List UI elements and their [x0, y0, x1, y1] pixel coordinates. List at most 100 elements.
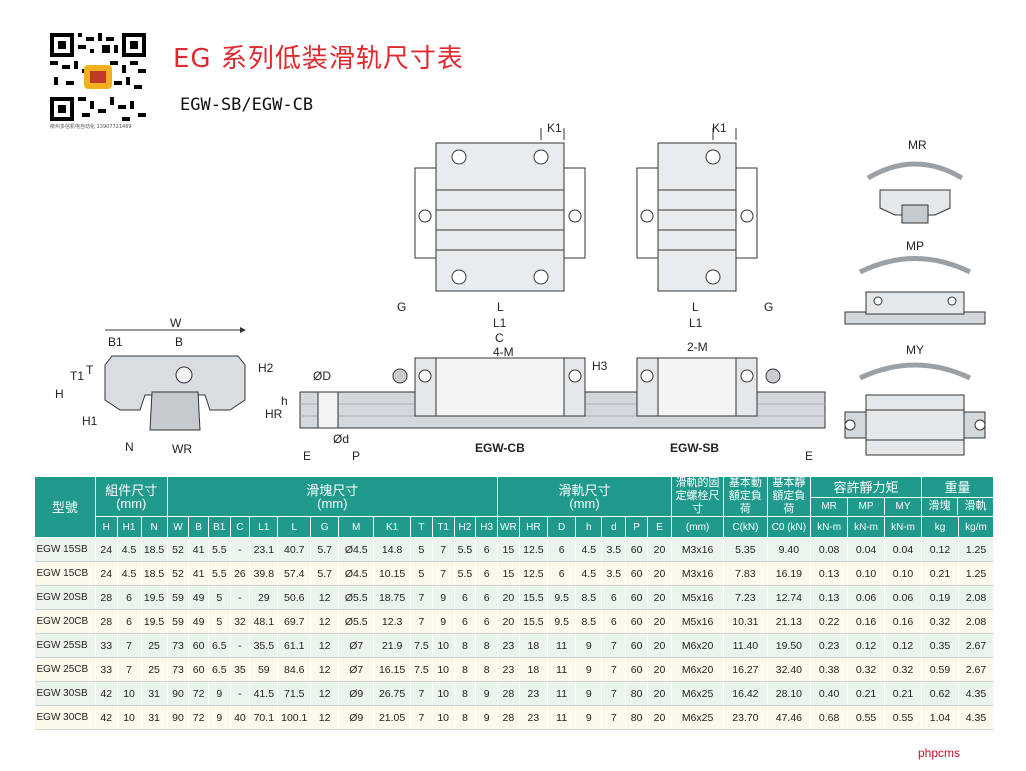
table-cell: 23 [497, 633, 520, 658]
table-cell: 12.5 [519, 561, 549, 586]
table-cell: 7 [601, 681, 627, 706]
top-view-cb [414, 128, 586, 292]
table-cell: 4.5 [117, 561, 142, 586]
table-cell: 24 [95, 561, 118, 586]
table-cell: 7.23 [723, 585, 768, 610]
table-cell: 0.62 [921, 681, 959, 706]
table-cell: 5 [410, 537, 433, 562]
table-cell: 7 [601, 633, 627, 658]
label-h: H [55, 387, 64, 401]
table-cell: 49 [188, 585, 209, 610]
moment-mr-diagram [866, 161, 964, 224]
model-cell: EGW 25CB [34, 657, 96, 682]
table-cell: 5 [208, 585, 231, 610]
label-e-left: E [303, 449, 311, 463]
table-cell: 8 [454, 657, 477, 682]
table-cell: M5x16 [671, 585, 725, 610]
col-header: kN-m [847, 516, 886, 538]
table-cell: 0.12 [921, 537, 959, 562]
table-cell: 40 [230, 705, 251, 730]
label-od-big: ØD [313, 369, 331, 383]
table-cell: 33 [95, 633, 118, 658]
model-cell: EGW 30SB [34, 681, 96, 706]
table-cell: 0.13 [810, 561, 849, 586]
table-cell: 0.32 [884, 657, 922, 682]
table-cell: 6 [601, 609, 627, 634]
table-cell: 12 [310, 585, 340, 610]
table-cell: 1.25 [958, 561, 995, 586]
table-cell: Ø5.5 [338, 585, 375, 610]
table-cell: 6 [547, 537, 577, 562]
label-n: N [125, 440, 134, 454]
table-cell: 60 [625, 633, 648, 658]
table-cell: 0.40 [810, 681, 849, 706]
table-cell: 8 [454, 681, 477, 706]
table-cell: M6x20 [671, 633, 725, 658]
label-b: B [175, 335, 183, 349]
table-cell: 16.15 [373, 657, 412, 682]
table-cell: 2.67 [958, 633, 995, 658]
qr-caption: 柳州多信机电自动化 13907721469 [50, 124, 132, 130]
table-cell: 73 [167, 657, 190, 682]
label-e-right: E [805, 449, 813, 463]
table-cell: 20 [647, 633, 672, 658]
col-header: E [646, 516, 672, 538]
table-cell: 23.70 [723, 705, 768, 730]
table-cell: 0.04 [847, 537, 886, 562]
table-cell: 90 [167, 705, 190, 730]
table-cell: Ø4.5 [338, 561, 375, 586]
table-cell: 9 [432, 585, 455, 610]
label-t1: T1 [70, 369, 84, 383]
table-cell: 5.35 [723, 537, 768, 562]
table-cell: 39.8 [249, 561, 279, 586]
table-cell: 41 [188, 537, 209, 562]
col-model: 型號 [34, 476, 96, 538]
technical-drawings: K1 K1 W B1 B T1 T H2 H H1 N WR ØD Ød h H… [55, 121, 986, 463]
table-cell: 10 [432, 705, 455, 730]
table-cell: 9.40 [767, 537, 812, 562]
col-header: C [229, 516, 251, 538]
col-header: P [625, 516, 648, 538]
label-l-sb: L [692, 300, 699, 314]
table-cell: 72 [188, 705, 209, 730]
table-cell: 21.13 [767, 609, 812, 634]
label-l1-sb: L1 [689, 316, 703, 330]
table-cell: 20 [497, 585, 520, 610]
group-block: 滑塊尺寸(mm) [166, 476, 499, 517]
table-cell: 50.6 [277, 585, 312, 610]
table-cell: 25 [141, 633, 168, 658]
table-cell: 0.55 [847, 705, 886, 730]
table-cell: 15.5 [519, 585, 549, 610]
table-cell: - [230, 633, 251, 658]
table-cell: 20 [647, 705, 672, 730]
table-cell: 7 [432, 561, 455, 586]
table-cell: 4.35 [958, 681, 995, 706]
table-cell: 80 [625, 681, 648, 706]
label-g-cb: G [397, 300, 406, 314]
spec-table: 型號 組件尺寸(mm) 滑塊尺寸(mm) 滑軌尺寸(mm) 滑軌的固定螺栓尺寸 … [34, 476, 995, 730]
table-cell: 4.5 [575, 561, 603, 586]
table-cell: 5.5 [454, 537, 477, 562]
table-cell: 0.19 [921, 585, 959, 610]
table-cell: 7 [410, 705, 433, 730]
table-cell: 18 [519, 657, 549, 682]
moment-mp-diagram [844, 256, 986, 325]
table-cell: 5 [208, 609, 231, 634]
table-cell: 29 [249, 585, 279, 610]
model-cell: EGW 25SB [34, 633, 96, 658]
table-cell: 0.10 [847, 561, 886, 586]
table-cell: 32.40 [767, 657, 812, 682]
table-cell: 0.08 [810, 537, 849, 562]
table-cell: Ø5.5 [338, 609, 375, 634]
table-cell: 21.9 [373, 633, 412, 658]
col-header: L [277, 516, 312, 538]
table-cell: 20 [647, 681, 672, 706]
table-cell: 6 [601, 585, 627, 610]
table-cell: 0.55 [884, 705, 922, 730]
table-cell: - [230, 537, 251, 562]
table-cell: 12 [310, 633, 340, 658]
table-cell: 7 [410, 585, 433, 610]
table-cell: 0.04 [884, 537, 922, 562]
